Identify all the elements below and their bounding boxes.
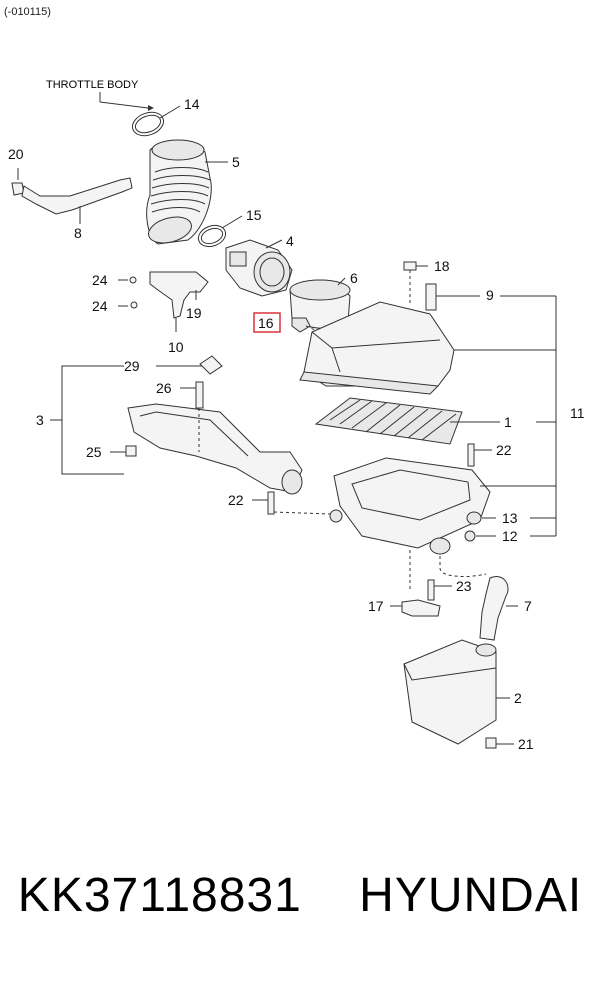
bolt-23 xyxy=(427,579,452,601)
callout-16-highlight xyxy=(253,312,281,333)
bolt-21 xyxy=(485,737,514,749)
air-duct-3 xyxy=(127,403,303,495)
callout-4: 4 xyxy=(286,233,294,249)
callout-19: 19 xyxy=(186,305,202,321)
throttle-leader xyxy=(99,92,154,111)
part-number-footer: KK37118831 HYUNDAI xyxy=(17,869,583,922)
bolt-24a xyxy=(118,276,137,284)
airflow-sensor-4 xyxy=(225,239,293,297)
spacer-29 xyxy=(199,355,223,375)
bolt-26 xyxy=(180,381,204,452)
throttle-body-label: THROTTLE BODY xyxy=(46,79,139,91)
callout-22-right: 22 xyxy=(496,442,512,458)
bolt-22b xyxy=(467,443,492,467)
nut-25 xyxy=(110,445,137,457)
diagram-code: (-010115) xyxy=(4,6,51,18)
callout-29: 29 xyxy=(124,358,140,374)
callout-17: 17 xyxy=(368,598,384,614)
callout-18: 18 xyxy=(434,258,450,274)
grommet-13 xyxy=(466,511,496,525)
callout-26: 26 xyxy=(156,380,172,396)
callout-2: 2 xyxy=(514,690,522,706)
callout-3: 3 xyxy=(36,412,44,428)
callout-14: 14 xyxy=(184,96,200,112)
drain-connection xyxy=(409,550,487,590)
callout-10: 10 xyxy=(168,339,184,355)
bracket-17 xyxy=(390,599,441,617)
group-11-bracket xyxy=(500,295,557,537)
air-cleaner-body xyxy=(329,457,556,555)
callout-25: 25 xyxy=(86,444,102,460)
callout-7: 7 xyxy=(524,598,532,614)
callout-24-top: 24 xyxy=(92,272,108,288)
clamp-15 xyxy=(197,215,243,248)
callout-8: 8 xyxy=(74,225,82,241)
air-cleaner-cover xyxy=(299,301,556,395)
grommet-12 xyxy=(464,530,496,542)
callout-21: 21 xyxy=(518,736,534,752)
bolt-22a xyxy=(252,491,331,515)
callout-12: 12 xyxy=(502,528,518,544)
callout-11: 11 xyxy=(570,405,585,421)
bolt-9 xyxy=(425,283,480,311)
callout-24-bottom: 24 xyxy=(92,298,108,314)
breather-hose-8 xyxy=(21,177,133,224)
callout-23: 23 xyxy=(456,578,472,594)
callout-5: 5 xyxy=(232,154,240,170)
callout-6: 6 xyxy=(350,270,358,286)
hose-7 xyxy=(479,576,518,641)
intake-hose-5 xyxy=(146,139,228,245)
callout-22-left: 22 xyxy=(228,492,244,508)
callout-16: 16 xyxy=(258,315,274,331)
resonator-2 xyxy=(403,639,510,745)
nut-18 xyxy=(403,261,428,304)
callout-13: 13 xyxy=(502,510,518,526)
bracket-19 xyxy=(149,271,209,332)
callout-20: 20 xyxy=(8,146,24,162)
callout-15: 15 xyxy=(246,207,262,223)
bolt-24b xyxy=(118,301,138,309)
clip-20 xyxy=(11,168,25,196)
callout-1: 1 xyxy=(504,414,512,430)
bracket-box-3 xyxy=(50,365,206,475)
clamp-14 xyxy=(132,105,181,137)
air-filter-1 xyxy=(314,397,500,445)
callout-9: 9 xyxy=(486,287,494,303)
duct-6 xyxy=(289,277,351,329)
